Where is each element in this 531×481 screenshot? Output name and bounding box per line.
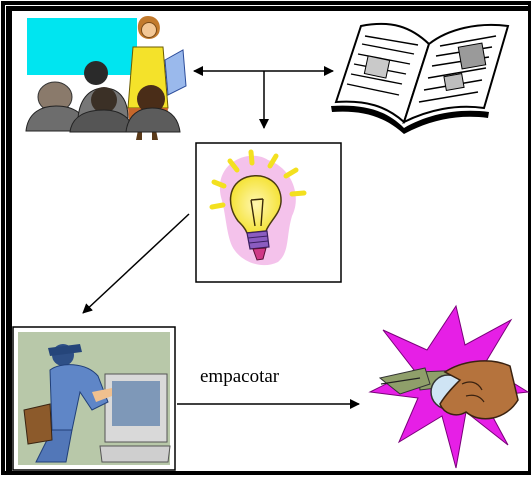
edge-label-empacotar: empacotar (200, 366, 280, 387)
open-book-icon (331, 22, 510, 134)
worker-at-computer-icon (12, 326, 176, 471)
connector-idea-worker (82, 213, 190, 314)
lightbulb-icon (195, 142, 342, 283)
presenter-with-audience-icon (25, 16, 187, 140)
hand-holding-key-icon (368, 304, 530, 469)
